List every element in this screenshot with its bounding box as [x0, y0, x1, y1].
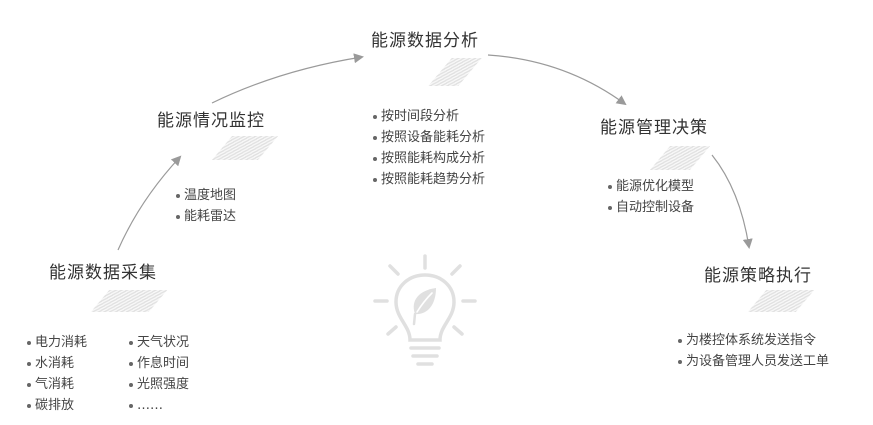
stage-analyze-title: 能源数据分析 — [371, 31, 479, 51]
list-item: 作息时间 — [129, 353, 189, 374]
leaf-icon — [412, 288, 436, 326]
stage-decide-title: 能源管理决策 — [600, 118, 708, 138]
collect-left-list: 电力消耗水消耗气消耗碳排放 — [27, 332, 87, 416]
list-item: 为楼控体系统发送指令 — [678, 330, 829, 351]
decide-list: 能源优化模型自动控制设备 — [608, 176, 694, 218]
list-item: 自动控制设备 — [608, 197, 694, 218]
stage-monitor-title: 能源情况监控 — [157, 111, 265, 131]
list-item: 能源优化模型 — [608, 176, 694, 197]
list-item: 按照能耗趋势分析 — [373, 169, 485, 190]
arrow-collect-to-monitor — [117, 155, 182, 251]
list-item: 碳排放 — [27, 395, 87, 416]
list-item: 光照强度 — [129, 374, 189, 395]
list-item: 为设备管理人员发送工单 — [678, 351, 829, 372]
list-item: 电力消耗 — [27, 332, 87, 353]
lightbulb-leaf-icon — [373, 254, 477, 366]
list-item: 按照能耗构成分析 — [373, 148, 485, 169]
arrow-decide-to-execute — [711, 154, 753, 249]
stage-collect-title: 能源数据采集 — [49, 263, 157, 283]
list-item: 天气状况 — [129, 332, 189, 353]
list-item: 能耗雷达 — [176, 206, 236, 227]
arrow-monitor-to-analyze — [211, 53, 364, 104]
list-item: 温度地图 — [176, 185, 236, 206]
list-item: 水消耗 — [27, 353, 87, 374]
list-item: 按照设备能耗分析 — [373, 127, 485, 148]
collect-right-list: 天气状况作息时间光照强度…… — [129, 332, 189, 416]
analyze-list: 按时间段分析按照设备能耗分析按照能耗构成分析按照能耗趋势分析 — [373, 106, 485, 190]
arrow-analyze-to-decide — [487, 54, 627, 106]
list-item: …… — [129, 395, 189, 416]
execute-list: 为楼控体系统发送指令为设备管理人员发送工单 — [678, 330, 829, 372]
list-item: 气消耗 — [27, 374, 87, 395]
monitor-list: 温度地图能耗雷达 — [176, 185, 236, 227]
list-item: 按时间段分析 — [373, 106, 485, 127]
stage-execute-title: 能源策略执行 — [704, 266, 812, 286]
